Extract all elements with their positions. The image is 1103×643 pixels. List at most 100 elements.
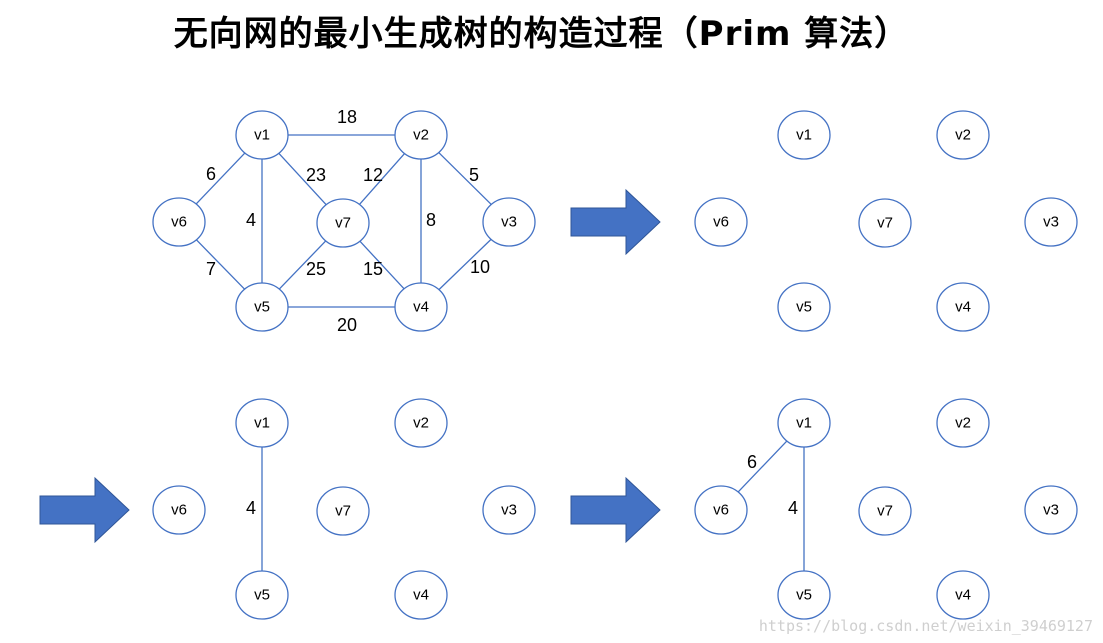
node-circle bbox=[316, 198, 370, 248]
node-circle bbox=[394, 110, 448, 160]
node-v7: v7 bbox=[858, 486, 912, 536]
node-label: v7 bbox=[877, 503, 893, 520]
node-label: v4 bbox=[955, 299, 971, 316]
node-v4: v4 bbox=[394, 570, 448, 620]
node-label: v2 bbox=[413, 127, 429, 144]
node-circle bbox=[936, 282, 990, 332]
edge-weight-v1-v5: 4 bbox=[788, 498, 798, 518]
node-v1: v1 bbox=[235, 398, 289, 448]
node-v5: v5 bbox=[777, 570, 831, 620]
node-v4: v4 bbox=[936, 570, 990, 620]
node-label: v2 bbox=[955, 127, 971, 144]
node-v5: v5 bbox=[777, 282, 831, 332]
edge-v6-v5 bbox=[195, 239, 246, 290]
step-arrow-icon bbox=[39, 476, 130, 544]
node-v5: v5 bbox=[235, 282, 289, 332]
node-circle bbox=[777, 110, 831, 160]
edge-weight-v2-v3: 5 bbox=[469, 165, 479, 185]
node-v7: v7 bbox=[858, 198, 912, 248]
node-circle bbox=[858, 198, 912, 248]
node-label: v5 bbox=[796, 587, 812, 604]
node-label: v1 bbox=[254, 127, 270, 144]
step-arrow-icon bbox=[570, 188, 661, 256]
node-label: v1 bbox=[796, 415, 812, 432]
node-circle bbox=[1024, 485, 1078, 535]
node-label: v3 bbox=[501, 502, 517, 519]
node-circle bbox=[482, 485, 536, 535]
node-circle bbox=[235, 282, 289, 332]
edge-weight-v1-v5: 4 bbox=[246, 210, 256, 230]
edge-weight-v5-v4: 20 bbox=[337, 315, 357, 335]
edge-weight-v7-v5: 25 bbox=[306, 259, 326, 279]
node-label: v6 bbox=[713, 214, 729, 231]
edge-weight-v2-v7: 12 bbox=[363, 165, 383, 185]
node-label: v3 bbox=[501, 214, 517, 231]
edge-weight-v3-v4: 10 bbox=[470, 257, 490, 277]
node-label: v7 bbox=[335, 503, 351, 520]
node-v6: v6 bbox=[694, 485, 748, 535]
panel-step-0: v1 v2 v3 v4 v5 v6 v7 bbox=[694, 110, 1078, 332]
node-v6: v6 bbox=[152, 485, 206, 535]
node-v3: v3 bbox=[482, 197, 536, 247]
node-circle bbox=[152, 485, 206, 535]
node-circle bbox=[394, 282, 448, 332]
edge-weight-v1-v6: 6 bbox=[206, 164, 216, 184]
edge-v7-v4 bbox=[359, 240, 405, 290]
node-v4: v4 bbox=[936, 282, 990, 332]
node-v1: v1 bbox=[777, 110, 831, 160]
node-v2: v2 bbox=[394, 110, 448, 160]
node-v1: v1 bbox=[777, 398, 831, 448]
node-circle bbox=[936, 110, 990, 160]
node-label: v4 bbox=[413, 587, 429, 604]
edge-v3-v4 bbox=[438, 238, 492, 291]
node-label: v1 bbox=[796, 127, 812, 144]
node-label: v2 bbox=[413, 415, 429, 432]
node-circle bbox=[777, 398, 831, 448]
diagram-title: 无向网的最小生成树的构造过程（Prim 算法） bbox=[173, 14, 910, 54]
node-label: v1 bbox=[254, 415, 270, 432]
node-circle bbox=[152, 197, 206, 247]
node-v2: v2 bbox=[936, 398, 990, 448]
node-v6: v6 bbox=[694, 197, 748, 247]
node-label: v5 bbox=[796, 299, 812, 316]
node-label: v7 bbox=[877, 215, 893, 232]
edge-weight-v2-v4: 8 bbox=[426, 210, 436, 230]
edge-v1-v7 bbox=[278, 152, 327, 206]
watermark: https://blog.csdn.net/weixin_39469127 bbox=[758, 617, 1093, 635]
node-v4: v4 bbox=[394, 282, 448, 332]
edge-weight-v1-v2: 18 bbox=[337, 107, 357, 127]
node-circle bbox=[858, 486, 912, 536]
node-circle bbox=[777, 282, 831, 332]
node-v3: v3 bbox=[1024, 485, 1078, 535]
node-circle bbox=[394, 398, 448, 448]
node-label: v4 bbox=[413, 299, 429, 316]
edge-v1-v6 bbox=[195, 152, 246, 205]
node-label: v2 bbox=[955, 415, 971, 432]
node-circle bbox=[936, 570, 990, 620]
node-label: v7 bbox=[335, 215, 351, 232]
node-v2: v2 bbox=[936, 110, 990, 160]
edge-v2-v7 bbox=[358, 153, 406, 205]
node-circle bbox=[694, 197, 748, 247]
edge-weight-v1-v6: 6 bbox=[747, 452, 757, 472]
node-circle bbox=[235, 398, 289, 448]
node-circle bbox=[316, 486, 370, 536]
node-v5: v5 bbox=[235, 570, 289, 620]
node-v2: v2 bbox=[394, 398, 448, 448]
edge-v2-v3 bbox=[438, 152, 492, 205]
node-v1: v1 bbox=[235, 110, 289, 160]
node-label: v4 bbox=[955, 587, 971, 604]
node-v7: v7 bbox=[316, 486, 370, 536]
edge-v1-v6 bbox=[737, 440, 788, 493]
node-circle bbox=[936, 398, 990, 448]
node-circle bbox=[394, 570, 448, 620]
node-v3: v3 bbox=[1024, 197, 1078, 247]
node-circle bbox=[1024, 197, 1078, 247]
panel-step-2: 6 4 v1 v2 v3 v4 v5 v6 v7 bbox=[694, 398, 1078, 620]
step-arrow-icon bbox=[570, 476, 661, 544]
edge-weight-v1-v7: 23 bbox=[306, 165, 326, 185]
node-v3: v3 bbox=[482, 485, 536, 535]
